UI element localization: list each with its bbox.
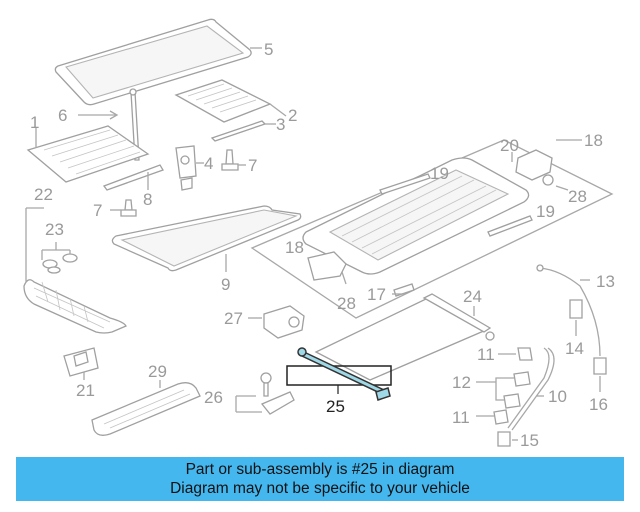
part-2-panel[interactable] — [174, 79, 272, 123]
part-1-shade[interactable] — [26, 125, 150, 183]
banner-line-1: Part or sub-assembly is #25 in diagram — [185, 461, 455, 478]
part-18-bracket[interactable] — [307, 251, 347, 281]
part-6-rod[interactable] — [129, 88, 140, 161]
part-25-highlighted-part[interactable] — [297, 347, 391, 401]
part-29-trim[interactable] — [91, 382, 201, 436]
callout-8: 8 — [143, 190, 152, 209]
part-12-clips[interactable] — [503, 371, 531, 409]
callout-7-left: 7 — [93, 201, 102, 220]
part-19-rail-lower[interactable] — [487, 215, 533, 237]
callout-3: 3 — [276, 115, 285, 134]
callout-20: 20 — [500, 136, 519, 155]
part-25-callout-box — [286, 365, 392, 386]
callout-19-lower: 19 — [536, 202, 555, 221]
callout-10: 10 — [548, 387, 567, 406]
info-banner: Part or sub-assembly is #25 in diagram D… — [16, 457, 624, 501]
callout-18-lower: 17 — [367, 285, 386, 304]
callout-5: 5 — [264, 40, 273, 59]
part-19-rail-upper[interactable] — [379, 173, 431, 195]
callout-25: 25 — [326, 397, 345, 416]
callout-16: 16 — [589, 395, 608, 414]
callout-4: 4 — [204, 154, 213, 173]
part-26-bracket[interactable] — [260, 391, 295, 415]
part-7-bolt-upper[interactable] — [221, 149, 239, 171]
callout-13: 13 — [596, 272, 615, 291]
parts-diagram: 5 2 3 6 1 4 7 7 8 9 18 20 28 19 19 18 28… — [23, 18, 615, 450]
part-20-motor[interactable] — [515, 149, 554, 186]
callout-12: 12 — [452, 373, 471, 392]
callout-18-upper: 18 — [285, 238, 304, 257]
callout-19-upper: 19 — [430, 164, 449, 183]
part-16-grommet[interactable] — [593, 357, 607, 375]
callout-17: 18 — [584, 131, 603, 150]
callout-1: 1 — [30, 113, 39, 132]
callout-28-left: 28 — [337, 294, 356, 313]
part-15-clip[interactable] — [497, 431, 511, 447]
callout-21: 21 — [76, 381, 95, 400]
part-7-bolt-lower[interactable] — [120, 199, 137, 217]
part-26-screw[interactable] — [260, 372, 272, 397]
callout-24: 24 — [463, 287, 482, 306]
part-24-sunshade[interactable] — [314, 293, 495, 381]
part-11-clip-upper[interactable] — [517, 347, 533, 361]
part-5-glass-panel[interactable] — [54, 18, 252, 106]
part-22-wind-deflector[interactable] — [23, 279, 127, 334]
part-3-strip[interactable] — [210, 120, 267, 142]
part-13-drain-hose[interactable] — [536, 264, 601, 357]
callout-28-right: 28 — [568, 187, 587, 206]
callout-6: 6 — [58, 106, 67, 125]
callout-11-lower: 11 — [452, 408, 470, 427]
callout-9: 9 — [221, 275, 230, 294]
callout-7-right: 7 — [248, 156, 257, 175]
part-23-clips[interactable] — [42, 253, 78, 274]
part-9-seal[interactable] — [111, 205, 302, 272]
part-4-bracket[interactable] — [175, 145, 197, 191]
callout-15: 15 — [520, 431, 539, 450]
part-21-bracket[interactable] — [63, 347, 99, 377]
part-27-motor[interactable] — [263, 305, 305, 339]
banner-line-2: Diagram may not be specific to your vehi… — [170, 480, 470, 497]
callout-22: 22 — [34, 185, 53, 204]
part-14-clip[interactable] — [569, 299, 583, 319]
callout-26: 26 — [204, 388, 223, 407]
part-11-clip-lower[interactable] — [493, 409, 509, 425]
callout-27: 27 — [224, 309, 243, 328]
callout-29: 29 — [148, 362, 167, 381]
part-10-drain-hose[interactable] — [507, 347, 555, 431]
callout-2: 2 — [288, 106, 297, 125]
part-8-strip[interactable] — [102, 164, 164, 191]
callout-23: 23 — [45, 220, 64, 239]
callout-11-upper: 11 — [477, 345, 495, 364]
callout-14: 14 — [565, 339, 584, 358]
